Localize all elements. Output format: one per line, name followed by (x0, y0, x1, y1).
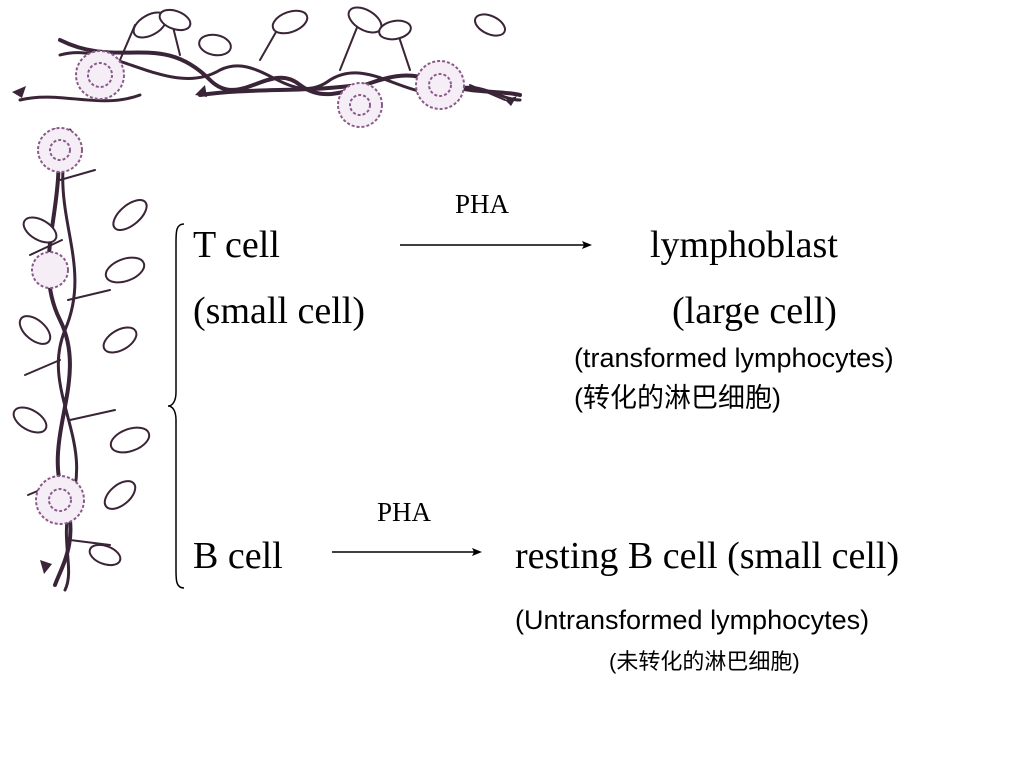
t-cell-arrow-label: PHA (455, 189, 510, 219)
t-cell-label: T cell (193, 224, 280, 266)
b-cell-arrow (332, 548, 482, 556)
rose-flowers (31, 50, 465, 525)
t-cell-arrow (400, 241, 592, 249)
transformed-note-zh: (转化的淋巴细胞) (574, 383, 781, 413)
small-cell-label: (small cell) (193, 290, 365, 332)
grouping-brace (167, 223, 185, 589)
large-cell-label: (large cell) (672, 290, 837, 332)
floral-border-decoration (12, 6, 522, 592)
leaves (12, 6, 506, 567)
transformed-note-en: (transformed lymphocytes) (574, 343, 894, 373)
lymphoblast-label: lymphoblast (650, 224, 838, 266)
untransformed-note-en: (Untransformed lymphocytes) (515, 605, 870, 635)
rose-buds (12, 85, 517, 574)
b-cell-arrow-label: PHA (377, 497, 432, 527)
b-cell-label: B cell (193, 535, 283, 577)
resting-b-cell-label: resting B cell (small cell) (515, 535, 900, 577)
untransformed-note-zh: (未转化的淋巴细胞) (609, 649, 800, 674)
